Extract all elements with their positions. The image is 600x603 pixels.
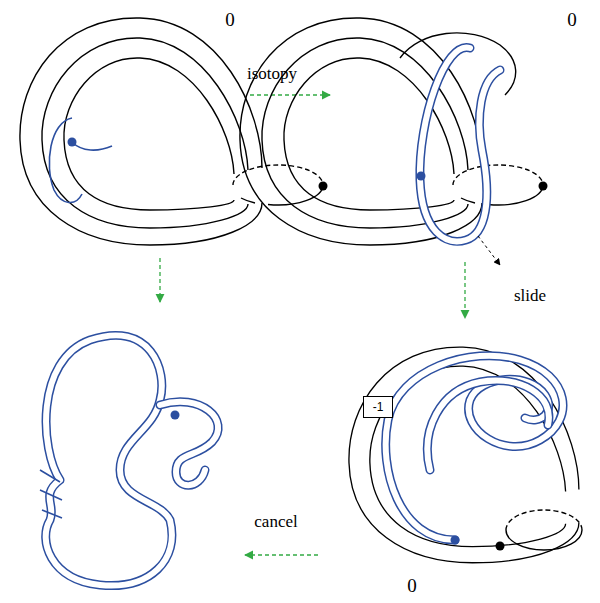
knot-strand [250, 94, 330, 95]
move-label: isotopy [247, 65, 297, 84]
knot-strand [349, 347, 579, 563]
knot-strand [386, 356, 563, 540]
knot-strand [427, 381, 548, 470]
knot-strand [46, 335, 172, 585]
knot-strand [451, 536, 460, 545]
knot-strand [506, 510, 582, 530]
knot-strand [478, 236, 500, 265]
knot-strand [160, 402, 218, 486]
knot-strand [46, 335, 172, 585]
knot-strand [417, 172, 426, 181]
knot-strand [72, 142, 112, 150]
knot-strand [159, 258, 160, 302]
knot-strand [420, 47, 500, 241]
framing-number: 0 [225, 10, 235, 31]
knot-strand [171, 411, 180, 420]
knot-strand [240, 18, 548, 245]
knot-strand [40, 470, 62, 518]
knot-strand [386, 356, 563, 540]
knot-strand [20, 18, 328, 245]
framing-number: 0 [407, 576, 417, 597]
framing-number: 0 [567, 10, 577, 31]
knot-strand [349, 347, 579, 563]
twist-box: -1 [363, 396, 393, 418]
move-label: cancel [254, 513, 297, 532]
knot-strand [400, 33, 516, 95]
knot-strand [496, 542, 505, 551]
twist-number: -1 [373, 400, 384, 414]
move-label: slide [514, 287, 546, 306]
knot-strand [68, 138, 77, 147]
knot-strand [427, 381, 548, 470]
knot-strand [49, 118, 82, 203]
knot-strand [464, 262, 465, 318]
knot-strand [160, 402, 218, 486]
knot-strand [506, 530, 582, 550]
knot-strand [245, 554, 318, 555]
knot-strand [420, 47, 500, 241]
